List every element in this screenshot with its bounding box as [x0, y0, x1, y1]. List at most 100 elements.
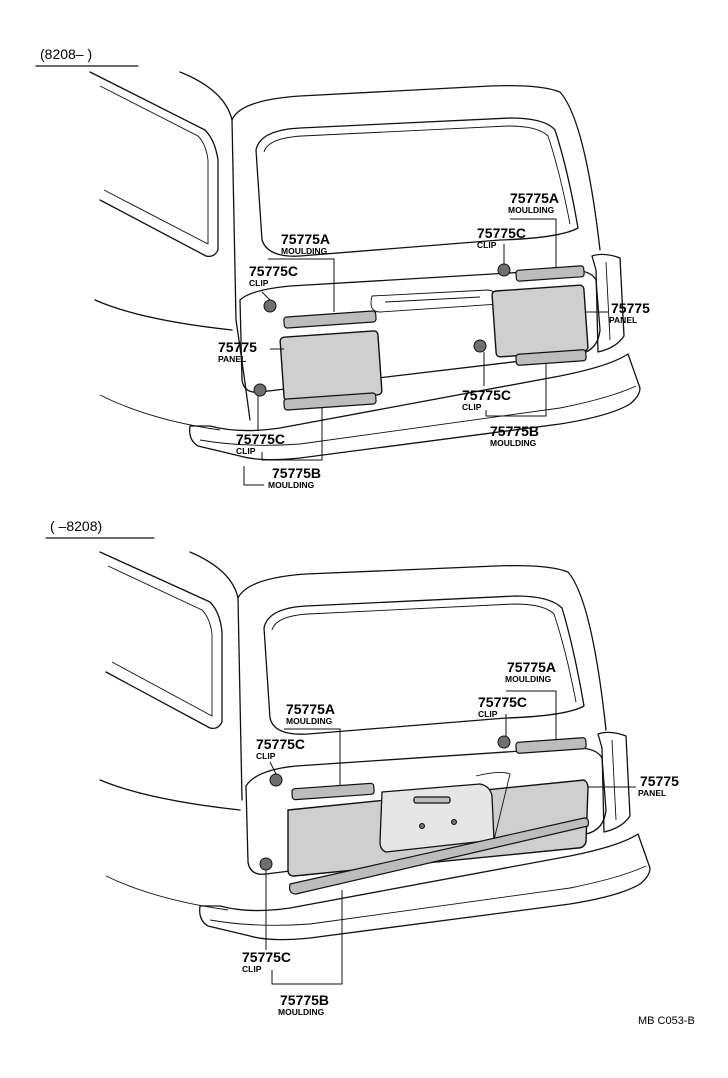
callout-top-right-clip-lower: 75775C CLIP	[462, 387, 511, 412]
bottom-rear-bumper	[199, 833, 651, 941]
svg-text:75775C: 75775C	[236, 431, 285, 447]
bottom-left-moulding-a	[291, 782, 375, 801]
top-handle-recess	[370, 289, 501, 313]
callout-top-left-panel: 75775 PANEL	[218, 339, 257, 364]
svg-text:CLIP: CLIP	[236, 446, 256, 456]
bottom-roof-edge	[237, 564, 607, 731]
svg-text:MOULDING: MOULDING	[281, 246, 328, 256]
svg-text:CLIP: CLIP	[242, 964, 262, 974]
svg-text:MOULDING: MOULDING	[490, 438, 537, 448]
top-car-body	[89, 71, 641, 461]
top-right-leaders	[483, 218, 608, 417]
top-side-body-line	[94, 299, 233, 331]
top-right-moulding-b	[515, 349, 587, 366]
bottom-right-moulding-a	[515, 737, 587, 754]
callout-top-right-moulding-a: 75775A MOULDING	[508, 190, 559, 215]
bottom-clip-lower	[259, 857, 273, 871]
top-left-clip-lower	[253, 383, 267, 397]
leader-top-left-clip-upper	[261, 291, 271, 301]
svg-text:MOULDING: MOULDING	[508, 205, 555, 215]
top-right-moulding-a	[515, 265, 585, 282]
svg-text:75775C: 75775C	[462, 387, 511, 403]
footer-code: MB C053-B	[638, 1015, 695, 1027]
bottom-side-window-inner	[107, 565, 213, 717]
svg-text:75775C: 75775C	[249, 263, 298, 279]
top-left-moulding-b	[283, 392, 377, 411]
svg-text:CLIP: CLIP	[462, 402, 482, 412]
bottom-bumper-crease	[209, 865, 647, 926]
callout-top-right-clip-upper: 75775C CLIP	[477, 225, 526, 250]
top-tail-light-line	[605, 261, 611, 341]
callout-bottom-left-clip-upper: 75775C CLIP	[256, 736, 305, 761]
top-left-clip-upper	[263, 299, 277, 313]
bottom-rear-pillar	[189, 551, 243, 801]
bottom-licence-light	[413, 796, 451, 804]
callout-bottom-right-clip-upper: 75775C CLIP	[478, 694, 527, 719]
svg-text:MOULDING: MOULDING	[286, 716, 333, 726]
bottom-liftgate	[245, 747, 607, 875]
bottom-rear-window-inner	[271, 603, 577, 703]
callout-top-left-clip-lower: 75775C CLIP	[236, 431, 285, 456]
bottom-section-header: ( –8208)	[50, 518, 102, 534]
bottom-tail-light	[597, 731, 631, 833]
svg-text:PANEL: PANEL	[609, 315, 637, 325]
svg-text:75775B: 75775B	[272, 465, 321, 481]
svg-text:MOULDING: MOULDING	[268, 480, 315, 490]
bottom-car-body	[99, 551, 651, 941]
top-left-panel	[279, 330, 383, 402]
svg-text:MOULDING: MOULDING	[505, 674, 552, 684]
top-bumper-crease	[199, 385, 637, 446]
svg-text:CLIP: CLIP	[477, 240, 497, 250]
svg-text:75775C: 75775C	[477, 225, 526, 241]
leader-top-left-moulding-b-tail	[243, 466, 264, 486]
top-side-lower-line	[99, 394, 221, 431]
svg-text:75775B: 75775B	[490, 423, 539, 439]
callout-top-right-moulding-b: 75775B MOULDING	[490, 423, 539, 448]
bottom-section: ( –8208)	[45, 518, 679, 1017]
top-section: (8208– )	[35, 46, 650, 490]
svg-text:75775: 75775	[611, 300, 650, 316]
top-right-clip-lower	[473, 339, 487, 353]
svg-text:75775A: 75775A	[507, 659, 556, 675]
leader-top-left-moulding-b	[261, 408, 323, 461]
top-rear-window	[255, 117, 579, 257]
svg-text:75775A: 75775A	[510, 190, 559, 206]
top-right-panel	[491, 284, 589, 358]
top-left-moulding-a	[283, 310, 377, 329]
bottom-right-clip-upper	[497, 735, 511, 749]
leader-top-right-moulding-a	[510, 218, 557, 268]
callout-top-left-moulding-b: 75775B MOULDING	[268, 465, 321, 490]
bottom-left-clip-upper	[269, 773, 283, 787]
svg-text:75775B: 75775B	[280, 992, 329, 1008]
svg-text:75775: 75775	[640, 773, 679, 789]
svg-text:PANEL: PANEL	[218, 354, 246, 364]
callout-bottom-panel: 75775 PANEL	[638, 773, 679, 798]
bottom-side-body-line	[99, 779, 241, 811]
top-section-header: (8208– )	[40, 46, 92, 62]
svg-text:CLIP: CLIP	[256, 751, 276, 761]
leader-bottom-left-clip-upper	[269, 761, 277, 775]
bottom-leaders	[265, 690, 636, 985]
bottom-recess-edge	[475, 771, 511, 841]
svg-text:75775: 75775	[218, 339, 257, 355]
leader-bottom-moulding-b	[271, 890, 343, 985]
top-rear-bumper	[189, 353, 641, 461]
callout-top-right-panel: 75775 PANEL	[609, 300, 650, 325]
top-side-window-inner	[99, 85, 209, 245]
bottom-rear-window	[263, 595, 585, 735]
svg-text:75775C: 75775C	[242, 949, 291, 965]
bottom-plate-bolt-left	[419, 823, 425, 829]
svg-text:75775C: 75775C	[256, 736, 305, 752]
svg-text:75775A: 75775A	[286, 701, 335, 717]
top-handle-line	[384, 296, 481, 303]
callout-bottom-left-moulding-a: 75775A MOULDING	[286, 701, 335, 726]
top-roof-edge	[231, 84, 601, 251]
callout-bottom-moulding-b: 75775B MOULDING	[278, 992, 329, 1017]
top-right-clip-upper	[497, 263, 511, 277]
leader-bottom-right-moulding-a	[506, 690, 557, 740]
top-left-leaders	[243, 258, 335, 486]
leader-top-right-moulding-b	[485, 364, 547, 417]
leader-bottom-left-moulding-a	[284, 728, 341, 786]
callout-bottom-right-moulding-a: 75775A MOULDING	[505, 659, 556, 684]
